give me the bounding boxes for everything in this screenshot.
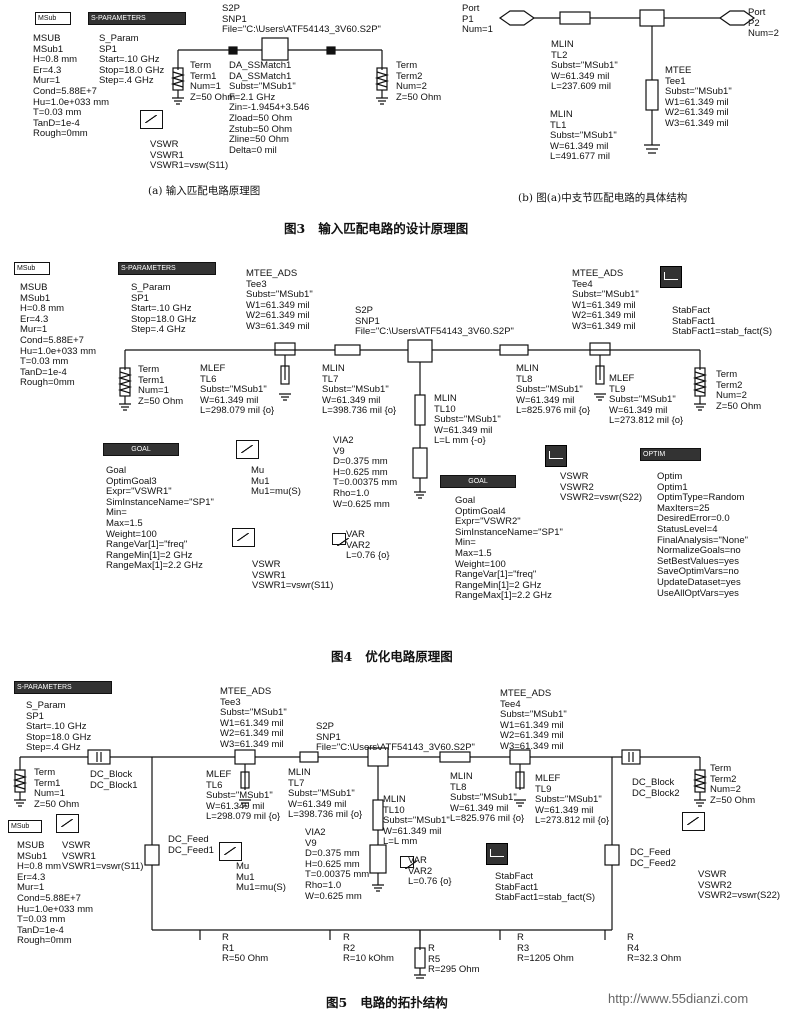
fig3-sparam-params[interactable]: S_Param SP1 Start=.10 GHz Stop=18.0 GHz … — [99, 33, 165, 87]
fig5-tl9-params[interactable]: MLEF TL9 Subst="MSub1" W=61.349 mil L=27… — [535, 773, 610, 827]
fig5-stabfact-params[interactable]: StabFact StabFact1 StabFact1=stab_fact(S… — [495, 871, 596, 904]
fig3b-wiring — [498, 9, 756, 154]
stabfact-icon[interactable] — [486, 843, 508, 865]
fig5-s2p-params[interactable]: S2P SNP1 File="C:\Users\ATF54143_3V60.S2… — [316, 721, 475, 754]
fig5-tl6-params[interactable]: MLEF TL6 Subst="MSub1" W=61.349 mil L=29… — [206, 769, 281, 823]
fig3b-port2-params[interactable]: Port P2 Num=2 — [748, 7, 779, 40]
fig3b-caption: (b) 图(a)中支节匹配电路的具体结构 — [518, 192, 688, 204]
fig4-sparam-params[interactable]: S_Param SP1 Start=.10 GHz Stop=18.0 GHz … — [131, 282, 197, 336]
fig4-vswr1-params[interactable]: VSWR VSWR1 VSWR1=vswr(S11) — [252, 559, 334, 592]
fig5-term1-params[interactable]: Term Term1 Num=1 Z=50 Ohm — [34, 767, 80, 810]
fig4-tee3-params[interactable]: MTEE_ADS Tee3 Subst="MSub1" W1=61.349 mi… — [246, 268, 313, 332]
goal-palette-icon[interactable]: GOAL — [440, 475, 516, 488]
fig5-r3-params[interactable]: R R3 R=1205 Ohm — [517, 932, 574, 965]
vswr-icon[interactable] — [682, 812, 705, 831]
fig3b-tee1-params[interactable]: MTEE Tee1 Subst="MSub1" W1=61.349 mil W2… — [665, 65, 732, 129]
fig3b-tl2-params[interactable]: MLIN TL2 Subst="MSub1" W=61.349 mil L=23… — [551, 39, 618, 93]
fig4-caption: 图4 优化电路原理图 — [331, 649, 453, 664]
fig5-r4-params[interactable]: R R4 R=32.3 Ohm — [627, 932, 682, 965]
fig3-dassmatch-params[interactable]: DA_SSMatch1 DA_SSMatch1 Subst="MSub1" F=… — [229, 60, 310, 156]
watermark: http://www.55dianzi.com — [608, 991, 749, 1006]
stabfact-icon[interactable] — [660, 266, 682, 288]
fig5-tl8-params[interactable]: MLIN TL8 Subst="MSub1" W=61.349 mil L=82… — [450, 771, 525, 825]
fig4-tl7-params[interactable]: MLIN TL7 Subst="MSub1" W=61.349 mil L=39… — [322, 363, 397, 417]
fig5-r5-params[interactable]: R R5 R=295 Ohm — [428, 943, 480, 976]
fig4-wiring — [117, 339, 708, 499]
fig3-caption: 图3 输入匹配电路的设计原理图 — [284, 221, 469, 236]
fig4-tl9-params[interactable]: MLEF TL9 Subst="MSub1" W=61.349 mil L=27… — [609, 373, 684, 427]
fig5-tee3-params[interactable]: MTEE_ADS Tee3 Subst="MSub1" W1=61.349 mi… — [220, 686, 287, 750]
fig3-term2-params[interactable]: Term Term2 Num=2 Z=50 Ohm — [396, 60, 442, 103]
fig4-via2-params[interactable]: VIA2 V9 D=0.375 mm H=0.625 mm T=0.00375 … — [333, 435, 398, 510]
fig4-vswr2-params[interactable]: VSWR VSWR2 VSWR2=vswr(S22) — [560, 471, 643, 504]
fig5-tl10-params[interactable]: MLIN TL10 Subst="MSub1" W=61.349 mil L=L… — [383, 794, 450, 848]
fig3b-tl1-params[interactable]: MLIN TL1 Subst="MSub1" W=61.349 mil L=49… — [550, 109, 617, 163]
fig3b-port1-params[interactable]: Port P1 Num=1 — [462, 3, 493, 36]
fig5-var-params[interactable]: VAR VAR2 L=0.76 {o} — [408, 855, 452, 888]
fig3a-wiring — [170, 37, 390, 105]
fig5-via2-params[interactable]: VIA2 V9 D=0.375 mm H=0.625 mm T=0.00375 … — [305, 827, 370, 902]
mu-icon[interactable] — [219, 842, 242, 861]
fig4-tee4-params[interactable]: MTEE_ADS Tee4 Subst="MSub1" W1=61.349 mi… — [572, 268, 639, 332]
var-icon[interactable] — [400, 856, 417, 869]
fig5-vswr1-params[interactable]: VSWR VSWR1 VSWR1=vswr(S11) — [62, 840, 144, 873]
fig4-stabfact-params[interactable]: StabFact StabFact1 StabFact1=stab_fact(S… — [672, 305, 773, 338]
var-icon[interactable] — [332, 533, 349, 546]
fig5-term2-params[interactable]: Term Term2 Num=2 Z=50 Ohm — [710, 763, 756, 806]
fig4-goal3-params[interactable]: Goal OptimGoal3 Expr="VSWR1" SimInstance… — [106, 465, 214, 572]
fig4-tl6-params[interactable]: MLEF TL6 Subst="MSub1" W=61.349 mil L=29… — [200, 363, 275, 417]
fig5-dcblock1-params[interactable]: DC_Block DC_Block1 — [90, 769, 138, 791]
fig3-s2p-params[interactable]: S2P SNP1 File="C:\Users\ATF54143_3V60.S2… — [222, 3, 381, 36]
fig5-tl7-params[interactable]: MLIN TL7 Subst="MSub1" W=61.349 mil L=39… — [288, 767, 363, 821]
vswr-icon[interactable] — [545, 445, 567, 467]
sparameters-palette-icon[interactable]: S-PARAMETERS — [88, 12, 186, 25]
fig4-term2-params[interactable]: Term Term2 Num=2 Z=50 Ohm — [716, 369, 762, 412]
msub-palette-icon[interactable]: MSub — [35, 12, 71, 25]
fig5-caption: 图5 电路的拓扑结构 — [326, 995, 448, 1010]
fig4-msub-params[interactable]: MSUB MSub1 H=0.8 mm Er=4.3 Mur=1 Cond=5.… — [20, 282, 97, 389]
fig5-r2-params[interactable]: R R2 R=10 kOhm — [343, 932, 394, 965]
fig4-tl10-params[interactable]: MLIN TL10 Subst="MSub1" W=61.349 mil L=L… — [434, 393, 501, 447]
fig5-mu-params[interactable]: Mu Mu1 Mu1=mu(S) — [236, 861, 286, 894]
fig5-dcblock2-params[interactable]: DC_Block DC_Block2 — [632, 777, 680, 799]
fig4-term1-params[interactable]: Term Term1 Num=1 Z=50 Ohm — [138, 364, 184, 407]
fig4-goal4-params[interactable]: Goal OptimGoal4 Expr="VSWR2" SimInstance… — [455, 495, 563, 602]
mu-icon[interactable] — [236, 440, 259, 459]
fig4-s2p-params[interactable]: S2P SNP1 File="C:\Users\ATF54143_3V60.S2… — [355, 305, 514, 338]
fig3a-caption: (a) 输入匹配电路原理图 — [148, 185, 261, 197]
fig5-sparam-params[interactable]: S_Param SP1 Start=.10 GHz Stop=18.0 GHz … — [26, 700, 92, 754]
fig4-var-params[interactable]: VAR VAR2 L=0.76 {o} — [346, 529, 390, 562]
sparameters-palette-icon[interactable]: S-PARAMETERS — [118, 262, 216, 275]
goal-palette-icon[interactable]: GOAL — [103, 443, 179, 456]
fig4-optim-params[interactable]: Optim Optim1 OptimType=Random MaxIters=2… — [657, 471, 748, 599]
fig4-tl8-params[interactable]: MLIN TL8 Subst="MSub1" W=61.349 mil L=82… — [516, 363, 591, 417]
msub-palette-icon[interactable]: MSub — [8, 820, 42, 833]
fig5-vswr2-params[interactable]: VSWR VSWR2 VSWR2=vswr(S22) — [698, 869, 781, 902]
fig3-vswr-params[interactable]: VSWR VSWR1 VSWR1=vsw(S11) — [150, 139, 229, 172]
fig5-tee4-params[interactable]: MTEE_ADS Tee4 Subst="MSub1" W1=61.349 mi… — [500, 688, 567, 752]
fig5-dcfeed2-params[interactable]: DC_Feed DC_Feed2 — [630, 847, 676, 869]
vswr-icon[interactable] — [232, 528, 255, 547]
fig5-r1-params[interactable]: R R1 R=50 Ohm — [222, 932, 269, 965]
vswr-icon[interactable] — [140, 110, 163, 129]
fig3-term1-params[interactable]: Term Term1 Num=1 Z=50 Ohm — [190, 60, 236, 103]
optim-palette-icon[interactable]: OPTIM — [640, 448, 701, 461]
fig5-dcfeed1-params[interactable]: DC_Feed DC_Feed1 — [168, 834, 214, 856]
msub-palette-icon[interactable]: MSub — [14, 262, 50, 275]
fig4-mu-params[interactable]: Mu Mu1 Mu1=mu(S) — [251, 465, 301, 498]
fig3-msub-params[interactable]: MSUB MSub1 H=0.8 mm Er=4.3 Mur=1 Cond=5.… — [33, 33, 110, 140]
fig5-msub-params[interactable]: MSUB MSub1 H=0.8 mm Er=4.3 Mur=1 Cond=5.… — [17, 840, 94, 947]
sparameters-palette-icon[interactable]: S-PARAMETERS — [14, 681, 112, 694]
fig5-wiring — [12, 747, 708, 979]
vswr-icon[interactable] — [56, 814, 79, 833]
